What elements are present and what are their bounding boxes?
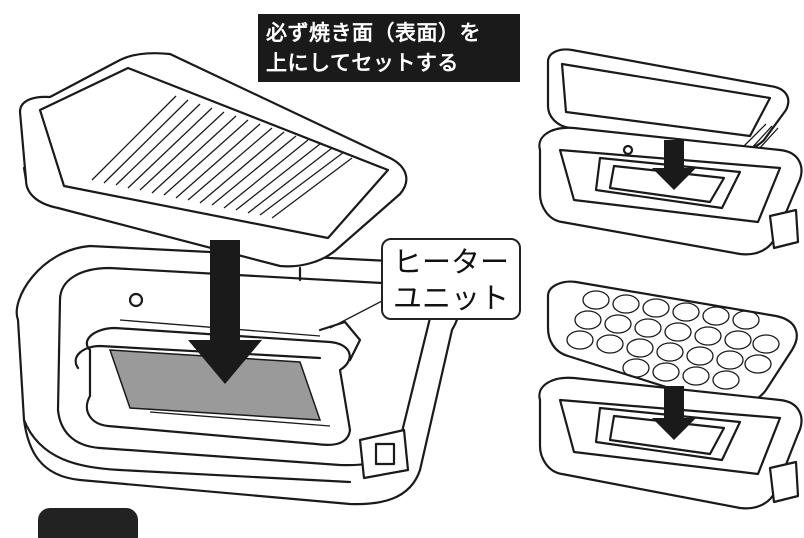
- takoyaki-wells: [566, 290, 780, 390]
- base-bottom-right: [538, 376, 803, 510]
- takoyaki-plate: [546, 280, 798, 407]
- callout-line-2: ユニット: [393, 281, 510, 315]
- callout-leader: [329, 299, 385, 329]
- heater-unit-callout: ヒーター ユニット: [381, 238, 521, 320]
- grill-ridges: [91, 95, 353, 219]
- down-arrow-top-right: [652, 140, 696, 190]
- base-top-right: [538, 126, 803, 256]
- callout-line-1: ヒーター: [393, 245, 510, 279]
- down-arrow-bottom-right: [652, 386, 696, 440]
- banner-line-1: 必ず焼き面（表面）を: [266, 21, 481, 45]
- corner-tab: [38, 508, 138, 538]
- assembly-diagram: [15, 48, 803, 510]
- down-arrow-main: [188, 240, 262, 384]
- flat-plate: [546, 48, 790, 152]
- main-grill-plate: [18, 52, 408, 282]
- banner-line-2: 上にしてセットする: [266, 51, 459, 75]
- instruction-banner: 必ず焼き面（表面）を 上にしてセットする: [258, 14, 520, 82]
